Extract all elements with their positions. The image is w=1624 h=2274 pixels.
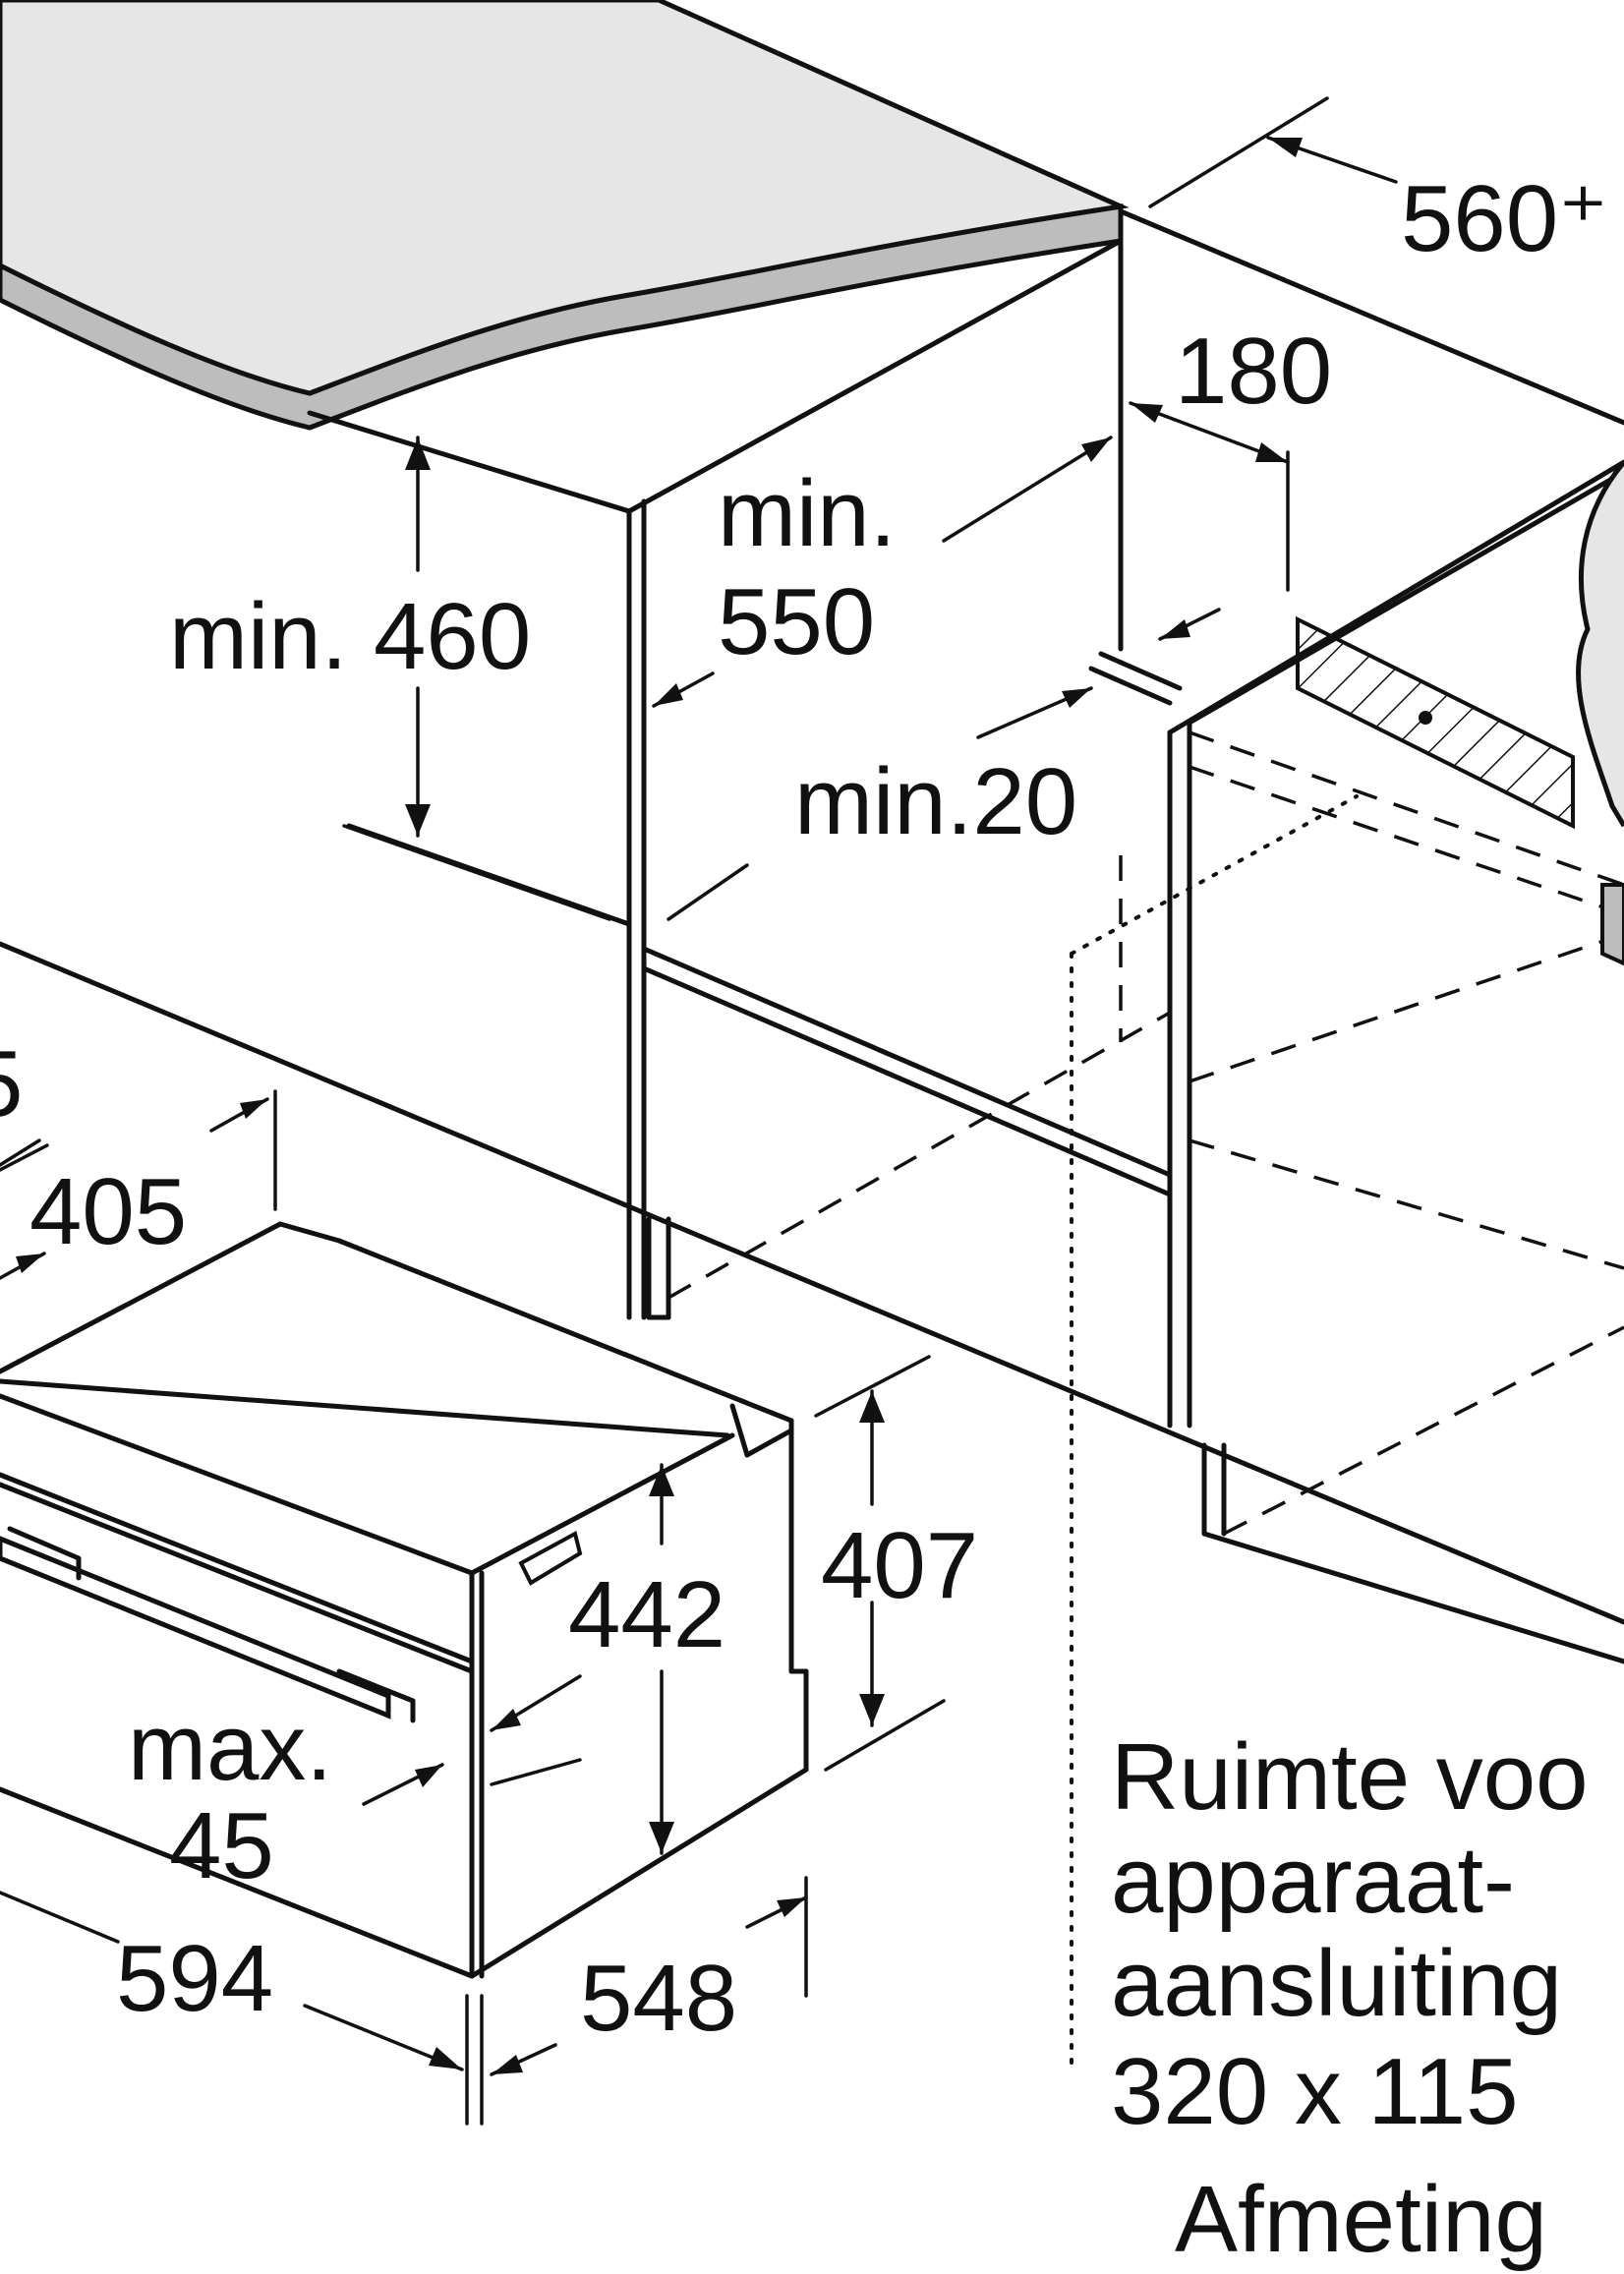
label-min550-line1: min.: [718, 461, 896, 566]
note-line-5: Afmeting: [1175, 2167, 1547, 2272]
note-line-2: apparaat-: [1111, 1828, 1515, 1933]
label-548: 548: [580, 1946, 737, 2051]
label-405: 405: [29, 1159, 187, 1264]
label-min460: min. 460: [169, 584, 531, 689]
label-407: 407: [821, 1513, 978, 1618]
door-handle: [0, 1536, 391, 1720]
label-5: 5: [0, 1031, 23, 1137]
label-560: 560⁺: [1401, 166, 1608, 271]
label-min550-line2: 550: [718, 569, 875, 674]
socket-dot-icon: [1419, 711, 1432, 725]
appliance: [0, 1221, 809, 1979]
note-line-4: 320 x 115: [1111, 2039, 1519, 2144]
label-180: 180: [1175, 319, 1332, 424]
note-line-1: Ruimte voo: [1111, 1724, 1589, 1830]
dimension-labels: 560⁺ 180 min. 550 min. 460 min.20 5 405 …: [0, 166, 1608, 2051]
label-594: 594: [116, 1926, 273, 2031]
label-max45-line1: max.: [128, 1695, 332, 1800]
connection-note: Ruimte voo apparaat- aansluiting 320 x 1…: [1111, 1724, 1589, 2272]
label-max45-line2: 45: [169, 1793, 274, 1898]
label-min20: min.20: [794, 749, 1077, 854]
label-442: 442: [568, 1562, 725, 1667]
socket-box: [1296, 615, 1575, 830]
wall-cutaway: [1576, 460, 1624, 966]
dimension-lines: [0, 96, 1398, 2126]
worktop: [0, 0, 1130, 431]
note-line-3: aansluiting: [1111, 1931, 1562, 2036]
cabinet-frame: [0, 204, 1624, 1664]
connection-area-outline: [1070, 794, 1359, 2076]
hidden-edges: [667, 730, 1624, 1536]
